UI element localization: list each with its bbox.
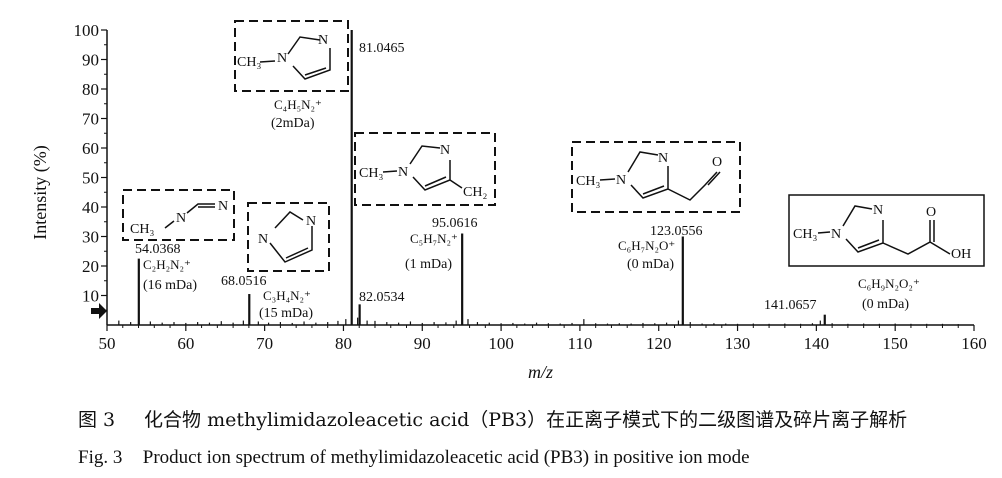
peak-error: (0 mDa) (627, 257, 674, 272)
peak-formula: C₄H₅N₂⁺ (274, 97, 322, 112)
y-tick-label: 50 (82, 169, 99, 188)
group-n2: N (306, 214, 316, 229)
peak-formula: C₆H₉N₂O₂⁺ (858, 276, 920, 291)
x-tick-label: 50 (99, 334, 116, 353)
group-n2: N (873, 203, 883, 218)
x-tick-label: 130 (725, 334, 751, 353)
group-n2: N (218, 199, 228, 214)
x-tick-label: 150 (882, 334, 908, 353)
peak-formula: C₅H₇N₂⁺ (410, 231, 458, 246)
peak-error: (16 mDa) (143, 278, 197, 293)
peak-formula: C₃H₄N₂⁺ (263, 288, 311, 303)
group-ch3: CH₃ (130, 222, 154, 237)
arrow-marker-icon (91, 303, 107, 319)
y-tick-label: 20 (82, 257, 99, 276)
group-n2: N (658, 151, 668, 166)
x-axis-title: m/z (528, 362, 553, 382)
group-n1: N (831, 227, 841, 242)
group-ch3: CH₃ (359, 166, 383, 181)
peak-mz-label: 68.0516 (221, 274, 267, 289)
structure-s3: CH₃ N N (234, 20, 349, 92)
structure-box (571, 141, 741, 213)
caption-cn-label: 图 3 (78, 409, 116, 431)
group-n2: N (318, 33, 328, 48)
structure-bonds (269, 211, 313, 263)
caption-english: Fig. 3 Product ion spectrum of methylimi… (78, 447, 750, 469)
x-tick-label: 80 (335, 334, 352, 353)
peak-mz-label: 81.0465 (359, 41, 405, 56)
group-oh: OH (951, 247, 971, 262)
structure-box (247, 202, 330, 272)
y-tick-label: 60 (82, 139, 99, 158)
structure-bonds (164, 203, 215, 229)
x-tick-label: 110 (567, 334, 592, 353)
y-tick-label: 30 (82, 228, 99, 247)
peak-mz-label: 95.0616 (432, 216, 478, 231)
structure-box (234, 20, 349, 92)
y-tick-label: 70 (82, 110, 99, 129)
y-tick-label: 10 (82, 287, 99, 306)
y-tick-label: 80 (82, 80, 99, 99)
caption-chinese: 图 3 化合物 methylimidazoleacetic acid（PB3）在… (78, 409, 907, 431)
x-tick-label: 70 (256, 334, 273, 353)
structure-s6: CH₃ N N O OH (788, 194, 985, 267)
group-ch2: CH₂ (463, 185, 487, 200)
group-ch3: CH₃ (793, 227, 817, 242)
group-ch3: CH₃ (237, 55, 261, 70)
group-n1: N (258, 232, 268, 247)
peak-mz-label: 141.0657 (764, 298, 817, 313)
caption-en-label: Fig. 3 (78, 447, 123, 468)
group-o: O (926, 205, 936, 220)
structure-box (354, 132, 496, 206)
structure-bonds (259, 36, 331, 80)
y-tick-label: 90 (82, 51, 99, 70)
y-tick-label: 40 (82, 198, 99, 217)
peak-formula: C₂H₂N₂⁺ (143, 257, 191, 272)
structure-s5: CH₃ N N O (571, 141, 741, 213)
peak-error: (1 mDa) (405, 257, 452, 272)
group-ch3: CH₃ (576, 174, 600, 189)
peak-error: (0 mDa) (862, 297, 909, 312)
x-tick-label: 60 (177, 334, 194, 353)
group-o: O (712, 155, 722, 170)
x-tick-label: 90 (414, 334, 431, 353)
structure-box (788, 194, 985, 267)
structure-s1: CH₃ N N (122, 189, 235, 241)
group-n1: N (176, 211, 186, 226)
structure-bonds (817, 205, 951, 255)
caption-cn-text: 化合物 methylimidazoleacetic acid（PB3）在正离子模… (144, 409, 908, 431)
peaks (137, 30, 826, 325)
group-n2: N (440, 143, 450, 158)
group-n1: N (616, 173, 626, 188)
peak-mz-label: 123.0556 (650, 224, 703, 239)
peak-mz-label: 82.0534 (359, 290, 405, 305)
caption-en-text: Product ion spectrum of methylimidazolea… (142, 447, 750, 468)
peak-error: (15 mDa) (259, 306, 313, 321)
x-tick-label: 100 (488, 334, 514, 353)
structure-bonds (599, 151, 721, 201)
peak-formula: C₆H₇N₂O⁺ (618, 238, 675, 253)
group-n1: N (398, 165, 408, 180)
structure-box (122, 189, 235, 241)
y-tick-label: 100 (74, 21, 100, 40)
axes: 50 60 70 80 90 100 110 120 130 140 150 160 10 20 30 40 5… (30, 21, 987, 382)
peak-error: (2mDa) (271, 116, 315, 131)
structure-bonds (382, 145, 463, 191)
group-n1: N (277, 51, 287, 66)
mass-spectrum-chart: 50 60 70 80 90 100 110 120 130 140 150 160 10 20 30 40 5… (30, 20, 987, 382)
noise-peaks (118, 317, 959, 325)
structure-s2: N N (247, 202, 330, 272)
structure-s4: CH₃ N N CH₂ (354, 132, 496, 206)
x-tick-label: 160 (961, 334, 987, 353)
y-axis-title: Intensity (%) (30, 145, 51, 239)
x-tick-label: 120 (646, 334, 672, 353)
peak-mz-label: 54.0368 (135, 242, 181, 257)
x-tick-label: 140 (804, 334, 830, 353)
